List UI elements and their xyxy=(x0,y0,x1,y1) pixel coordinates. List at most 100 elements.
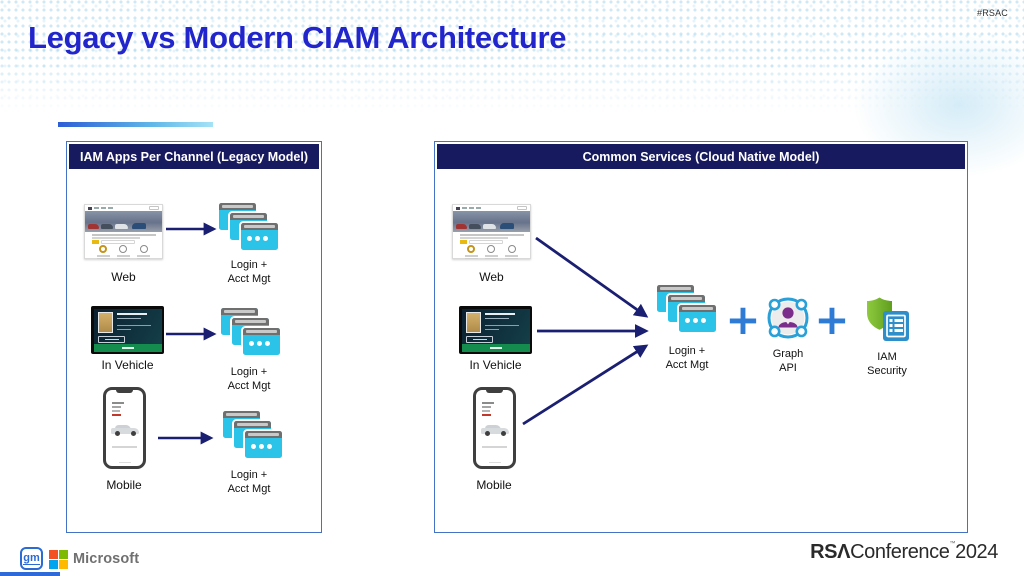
modern-model-panel: Common Services (Cloud Native Model) xyxy=(434,141,968,533)
search-field xyxy=(469,240,503,244)
text-line xyxy=(116,317,141,320)
site-logo xyxy=(456,206,460,210)
nav-link xyxy=(462,207,467,209)
divider-line xyxy=(112,446,137,448)
gm-logo-text: gm xyxy=(23,552,40,565)
divider-line xyxy=(482,446,507,448)
vehicle-display-thumbnail xyxy=(91,306,164,354)
channel-label-mobile: Mobile xyxy=(476,478,512,492)
vehicle-photo xyxy=(97,311,113,333)
feature-icons-row xyxy=(85,244,162,259)
window-dots xyxy=(685,310,709,328)
text-line xyxy=(112,406,121,408)
plus-icon: + xyxy=(725,295,761,344)
text-line xyxy=(116,312,147,315)
car-red xyxy=(88,224,99,229)
slide-title: Legacy vs Modern CIAM Architecture xyxy=(28,20,567,55)
text-line xyxy=(484,324,519,327)
feature-icons-row xyxy=(453,244,530,259)
app-window-titlebar xyxy=(245,431,282,438)
car-body xyxy=(480,428,509,434)
car-wheel xyxy=(500,431,506,436)
channel-label-web: Web xyxy=(479,270,504,284)
app-window-titlebar xyxy=(657,285,694,292)
service-label-login: Login + Acct Mgt xyxy=(213,259,285,286)
hero-image-cars xyxy=(453,211,530,232)
app-window xyxy=(241,223,278,250)
ms-square-green xyxy=(59,550,68,559)
feature-icon xyxy=(137,245,151,259)
app-window-titlebar xyxy=(219,203,256,210)
service-label-login: Login + Acct Mgt xyxy=(652,345,722,372)
app-window-titlebar xyxy=(243,328,280,335)
service-label-line1: Login + xyxy=(230,469,268,481)
app-window-titlebar xyxy=(679,305,716,312)
window-dots xyxy=(251,436,275,454)
car-red xyxy=(456,224,467,229)
service-label-line2: Acct Mgt xyxy=(227,482,271,495)
car-image xyxy=(110,423,139,436)
red-accent-line xyxy=(112,414,121,416)
car-wheel xyxy=(114,431,120,436)
feature-icon xyxy=(505,245,519,259)
app-window-titlebar xyxy=(234,421,271,428)
car-roof xyxy=(484,425,501,430)
login-acct-mgt-app-stack-icon xyxy=(219,203,278,250)
home-indicator xyxy=(118,461,131,463)
text-line xyxy=(116,324,151,327)
legacy-panel-title: IAM Apps Per Channel (Legacy Model) xyxy=(69,144,319,169)
hero-image-cars xyxy=(85,211,162,232)
text-line xyxy=(482,410,490,412)
vehicle-photo xyxy=(465,311,481,333)
gold-badge-icon xyxy=(99,245,108,253)
nav-link xyxy=(476,207,481,209)
nav-button xyxy=(517,206,527,210)
car-body xyxy=(110,428,139,434)
service-label-line2: API xyxy=(779,361,797,374)
feature-icon xyxy=(116,245,130,259)
caption-line xyxy=(137,255,151,257)
phone-notch xyxy=(486,389,503,393)
service-label-line2: Acct Mgt xyxy=(227,272,271,285)
search-row xyxy=(85,239,162,244)
caption-line xyxy=(464,257,478,259)
app-window-titlebar xyxy=(232,318,269,325)
gray-badge-icon xyxy=(507,245,516,253)
vehicle-green-bar xyxy=(93,343,162,352)
vehicle-button xyxy=(97,335,125,343)
feature-icon xyxy=(464,245,478,259)
gray-badge-icon xyxy=(139,245,148,253)
legacy-model-panel: IAM Apps Per Channel (Legacy Model) xyxy=(66,141,322,533)
plus-icon: + xyxy=(814,295,850,344)
rsa-logo-conference: Conference xyxy=(850,541,950,563)
car-image xyxy=(480,423,509,436)
iam-security-shield-icon xyxy=(867,297,909,341)
brand-chip xyxy=(460,240,467,244)
text-line xyxy=(116,328,131,331)
service-label-security: IAM Security xyxy=(853,351,921,378)
service-label-line2: Acct Mgt xyxy=(665,358,709,371)
service-label-login: Login + Acct Mgt xyxy=(213,366,285,393)
caption-line xyxy=(96,257,110,259)
text-line xyxy=(112,402,124,404)
red-accent-line xyxy=(482,414,491,416)
phone-thumbnail xyxy=(103,387,146,469)
feature-icon xyxy=(96,245,110,259)
service-label-line1: Login + xyxy=(230,259,268,271)
car-roof xyxy=(114,425,131,430)
modern-panel-title: Common Services (Cloud Native Model) xyxy=(437,144,965,169)
text-line xyxy=(482,402,494,404)
car-white xyxy=(115,224,128,229)
text-line xyxy=(112,410,120,412)
car-dark xyxy=(101,224,113,229)
channel-label-web: Web xyxy=(111,270,136,284)
rsa-logo-year: 2024 xyxy=(955,541,998,563)
phone-notch xyxy=(116,389,133,393)
caption-line xyxy=(116,255,130,257)
service-label-line1: IAM xyxy=(877,351,897,363)
login-acct-mgt-app-stack-icon xyxy=(221,308,280,355)
gray-badge-icon xyxy=(487,245,496,253)
car-dark xyxy=(469,224,481,229)
text-line xyxy=(482,406,491,408)
app-window-titlebar xyxy=(221,308,258,315)
